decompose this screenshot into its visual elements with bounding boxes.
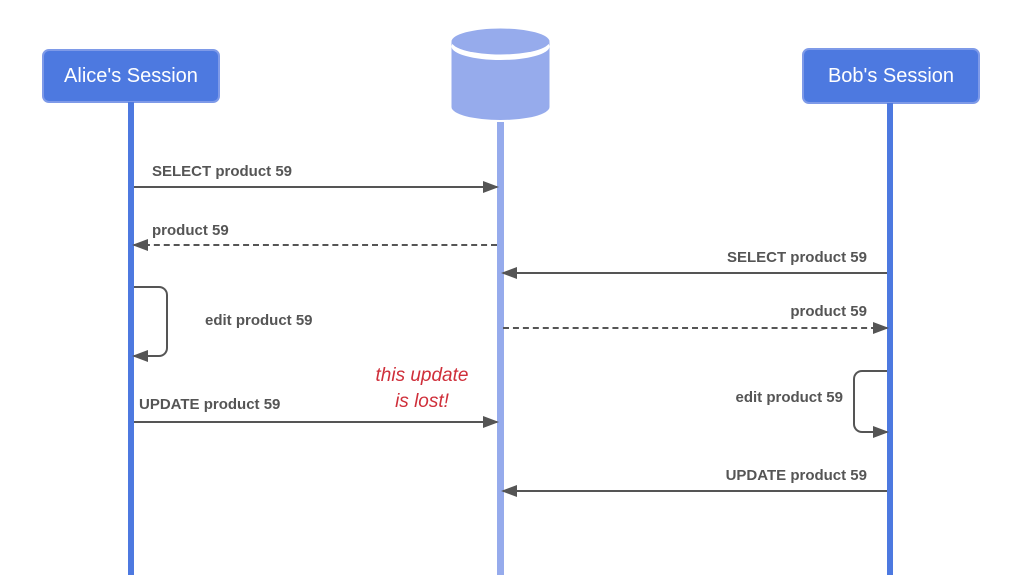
arrowhead-icon (501, 485, 517, 497)
arrowhead-icon (483, 416, 499, 428)
message-arrow-select-bob (501, 267, 887, 279)
arrowhead-icon (132, 350, 148, 362)
message-label-product-bob: product 59 (790, 303, 867, 320)
message-label-edit-bob: edit product 59 (735, 389, 843, 406)
self-message-edit-bob (853, 370, 889, 438)
message-label-update-alice: UPDATE product 59 (139, 396, 281, 413)
arrowhead-icon (873, 322, 889, 334)
message-label-select-alice: SELECT product 59 (152, 163, 293, 180)
lost-update-note: this update is lost! (338, 363, 506, 415)
message-label-update-bob: UPDATE product 59 (725, 467, 867, 484)
message-arrow-update-alice (134, 416, 499, 428)
actor-bob-label: Bob's Session (827, 64, 955, 87)
lost-update-note-line1: this update (375, 365, 469, 386)
actor-alice-session: Alice's Session (42, 49, 220, 103)
arrowhead-icon (483, 181, 499, 193)
arrowhead-icon (873, 426, 889, 438)
message-arrow-select-alice (134, 181, 499, 193)
arrowhead-icon (132, 239, 148, 251)
message-arrow-product-bob (503, 322, 889, 334)
self-message-edit-alice (132, 286, 168, 362)
lifeline-database (497, 122, 504, 575)
actor-alice-label: Alice's Session (64, 64, 198, 87)
lifeline-bob (887, 103, 893, 575)
message-label-product-alice: product 59 (152, 222, 229, 239)
lifeline-alice (128, 102, 134, 575)
message-arrow-product-alice (132, 239, 497, 251)
message-label-select-bob: SELECT product 59 (726, 249, 867, 266)
arrowhead-icon (501, 267, 517, 279)
message-label-edit-alice: edit product 59 (205, 312, 313, 329)
actor-bob-session: Bob's Session (802, 48, 980, 104)
message-arrow-update-bob (501, 485, 887, 497)
lost-update-note-line2: is lost! (395, 391, 449, 412)
database-icon (451, 28, 550, 120)
